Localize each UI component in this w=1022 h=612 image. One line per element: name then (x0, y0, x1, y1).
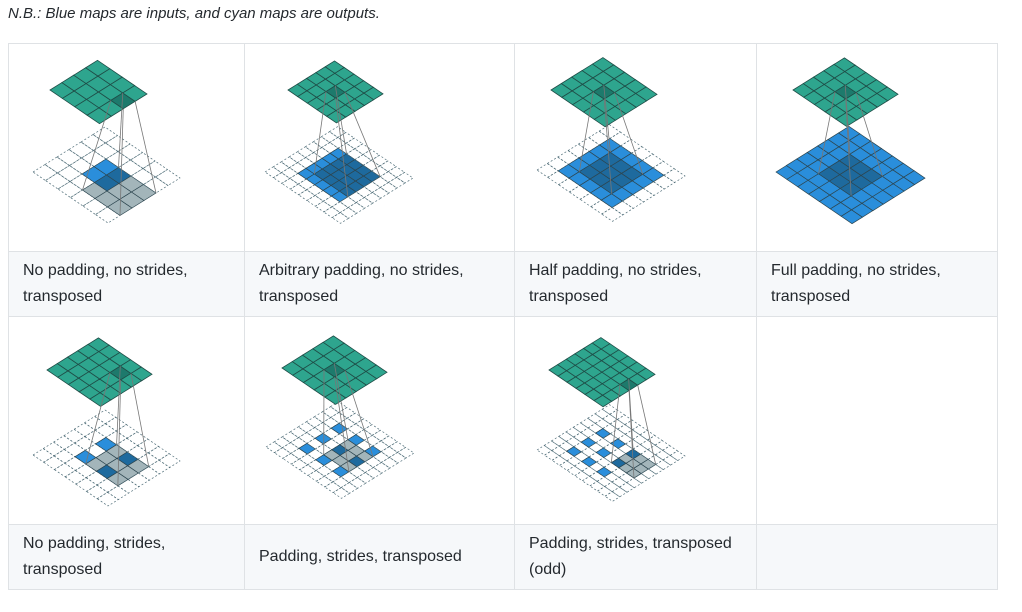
caption: Full padding, no strides, transposed (756, 251, 998, 317)
caption: Arbitrary padding, no strides, transpose… (244, 251, 515, 317)
animation-cell (514, 43, 757, 252)
animation-cell (244, 43, 515, 252)
caption (756, 524, 998, 590)
caption: Half padding, no strides, transposed (514, 251, 757, 317)
caption: Padding, strides, transposed (odd) (514, 524, 757, 590)
animation-cell (514, 316, 757, 525)
animation-cell (8, 43, 245, 252)
convolution-table: No padding, no strides, transposed Arbit… (8, 43, 998, 590)
animation-cell (8, 316, 245, 525)
animation-cell (244, 316, 515, 525)
caption: No padding, strides, transposed (8, 524, 245, 590)
caption: No padding, no strides, transposed (8, 251, 245, 317)
empty-cell (756, 316, 998, 525)
caption: Padding, strides, transposed (244, 524, 515, 590)
animation-cell (756, 43, 998, 252)
note-text: N.B.: Blue maps are inputs, and cyan map… (8, 5, 380, 22)
